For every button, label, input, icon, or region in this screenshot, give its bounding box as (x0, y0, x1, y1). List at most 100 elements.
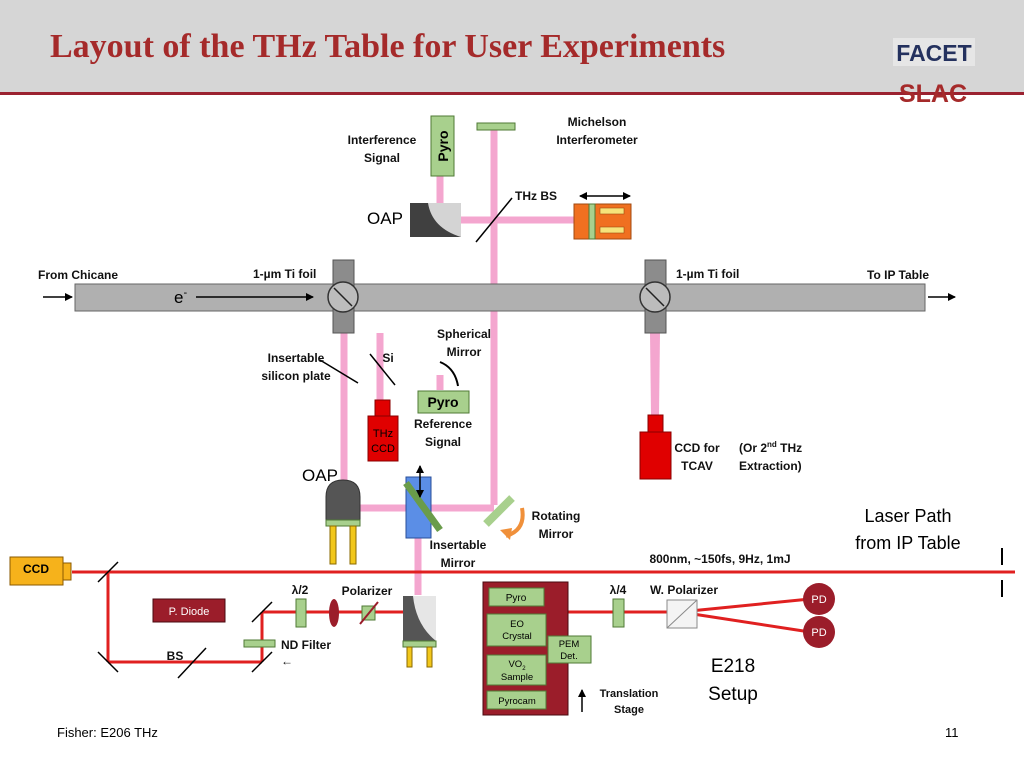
thz-ccd-label-2: CCD (371, 443, 395, 455)
electron-label: e- (174, 287, 187, 307)
foil-right-label: 1-µm Ti foil (676, 267, 739, 281)
pyrocam (486, 690, 547, 710)
pdiode-label: P. Diode (169, 606, 210, 618)
eo-crystal (486, 613, 547, 647)
laser-path-label-2: from IP Table (855, 533, 960, 553)
thz-beamsplitter (475, 197, 513, 243)
svg-text:FACET: FACET (896, 40, 971, 66)
vo2-label-2: Sample (501, 672, 533, 683)
svg-text:SLAC: SLAC (899, 80, 967, 108)
photodetector-bottom (803, 616, 835, 648)
thz-ccd-camera (367, 399, 399, 462)
insertable-silicon-plate (319, 359, 359, 384)
laser-mirror-1 (97, 561, 119, 583)
nd-filter (243, 639, 276, 648)
pd-bottom-label: PD (811, 627, 826, 639)
laser-mirror-3 (251, 651, 273, 673)
e218-label-2: Setup (708, 684, 758, 705)
lambda4-label: λ/4 (610, 583, 627, 597)
rotating-label-2: Mirror (539, 527, 574, 541)
rotating-label-1: Rotating (532, 509, 581, 523)
header-divider (0, 92, 1024, 95)
thz-bs-label: THz BS (515, 189, 557, 203)
eo-label-2: Crystal (502, 631, 532, 642)
slide-number: 11 (945, 725, 959, 740)
tcav-ccd-camera (639, 414, 672, 480)
ccd-tcav-label-2: TCAV (681, 459, 713, 473)
oap-laser (402, 596, 437, 668)
from-chicane-label: From Chicane (38, 268, 118, 282)
bs-label: BS (167, 649, 184, 663)
insertable-mirror-label-2: Mirror (441, 556, 476, 570)
reference-label-2: Signal (425, 435, 461, 449)
ti-foil-right (639, 259, 671, 334)
oap-lower-mirror (325, 479, 361, 565)
si-plate (369, 353, 396, 386)
ccd-camera (9, 556, 72, 586)
w-polarizer-label: W. Polarizer (650, 583, 718, 597)
oap-lower-label: OAP (302, 466, 338, 485)
second-thz-label-1: (Or 2nd THz (739, 440, 802, 455)
oap-top-mirror (410, 203, 461, 237)
e218-label-1: E218 (711, 656, 755, 677)
spherical-label-2: Mirror (447, 345, 482, 359)
pem-detector (547, 635, 592, 664)
thz-ccd-label-1: THz (373, 428, 393, 440)
to-ip-label: To IP Table (867, 268, 929, 282)
pyro-top-detector (430, 115, 455, 177)
spherical-label-1: Spherical (437, 327, 491, 341)
slide-header (0, 0, 1024, 92)
laser-path-label-1: Laser Path (864, 506, 951, 526)
beamsplitter (177, 647, 207, 679)
stage-pyro (488, 587, 545, 607)
vo2-label-1: VO2 (508, 659, 526, 672)
translation-label-1: Translation (600, 688, 659, 700)
facet-logo: FACET (893, 38, 975, 66)
pyro-reference-detector (417, 390, 470, 414)
slide-title: Layout of the THz Table for User Experim… (50, 28, 726, 65)
michelson-fixed-mirror (476, 122, 516, 131)
half-wave-plate (295, 598, 307, 628)
insertable-mirror (403, 476, 443, 539)
photodiode (152, 598, 226, 623)
ccd-label: CCD (23, 562, 49, 576)
michelson-label-2: Interferometer (556, 133, 638, 147)
diagram-labels: Interference Signal Michelson Interferom… (38, 115, 929, 716)
photodetector-top (803, 583, 835, 615)
eo-label-1: EO (510, 619, 524, 630)
rotating-mirror (483, 495, 515, 527)
translation-label-2: Stage (614, 704, 644, 716)
vo2-sample (486, 654, 547, 686)
lambda2-label: λ/2 (292, 583, 309, 597)
slac-logo: SLAC (899, 80, 967, 108)
spherical-mirror (439, 361, 459, 387)
pd-top-label: PD (811, 594, 826, 606)
interference-label-2: Signal (364, 151, 400, 165)
pem-label-2: Det. (560, 651, 577, 662)
ti-foil-left (327, 259, 359, 334)
quarter-wave-plate (612, 598, 625, 628)
michelson-moving-stage (573, 203, 632, 240)
slide-footer: Fisher: E206 THz (57, 725, 158, 740)
laser-mirror-4 (251, 601, 273, 623)
ccd-tcav-label-1: CCD for (674, 441, 720, 455)
insertable-si-label-1: Insertable (268, 351, 325, 365)
nd-filter-arrow: ← (281, 654, 293, 668)
laser-spec-label: 800nm, ~150fs, 9Hz, 1mJ (649, 552, 790, 566)
polarizer (359, 601, 379, 625)
pyrocam-label: Pyrocam (498, 696, 536, 707)
stage-pyro-label: Pyro (506, 593, 527, 604)
wollaston-polarizer (666, 599, 698, 629)
michelson-label-1: Michelson (568, 115, 627, 129)
laser-lens (329, 599, 339, 627)
nd-filter-label: ND Filter (281, 638, 331, 652)
interference-label-1: Interference (348, 133, 417, 147)
laser-mirror-2 (97, 651, 119, 673)
second-thz-label-2: Extraction) (739, 459, 802, 473)
pyro-top-label: Pyro (435, 130, 451, 161)
reference-label-1: Reference (414, 417, 472, 431)
oap-top-label: OAP (367, 209, 403, 228)
polarizer-label: Polarizer (342, 584, 393, 598)
foil-left-label: 1-µm Ti foil (253, 267, 316, 281)
